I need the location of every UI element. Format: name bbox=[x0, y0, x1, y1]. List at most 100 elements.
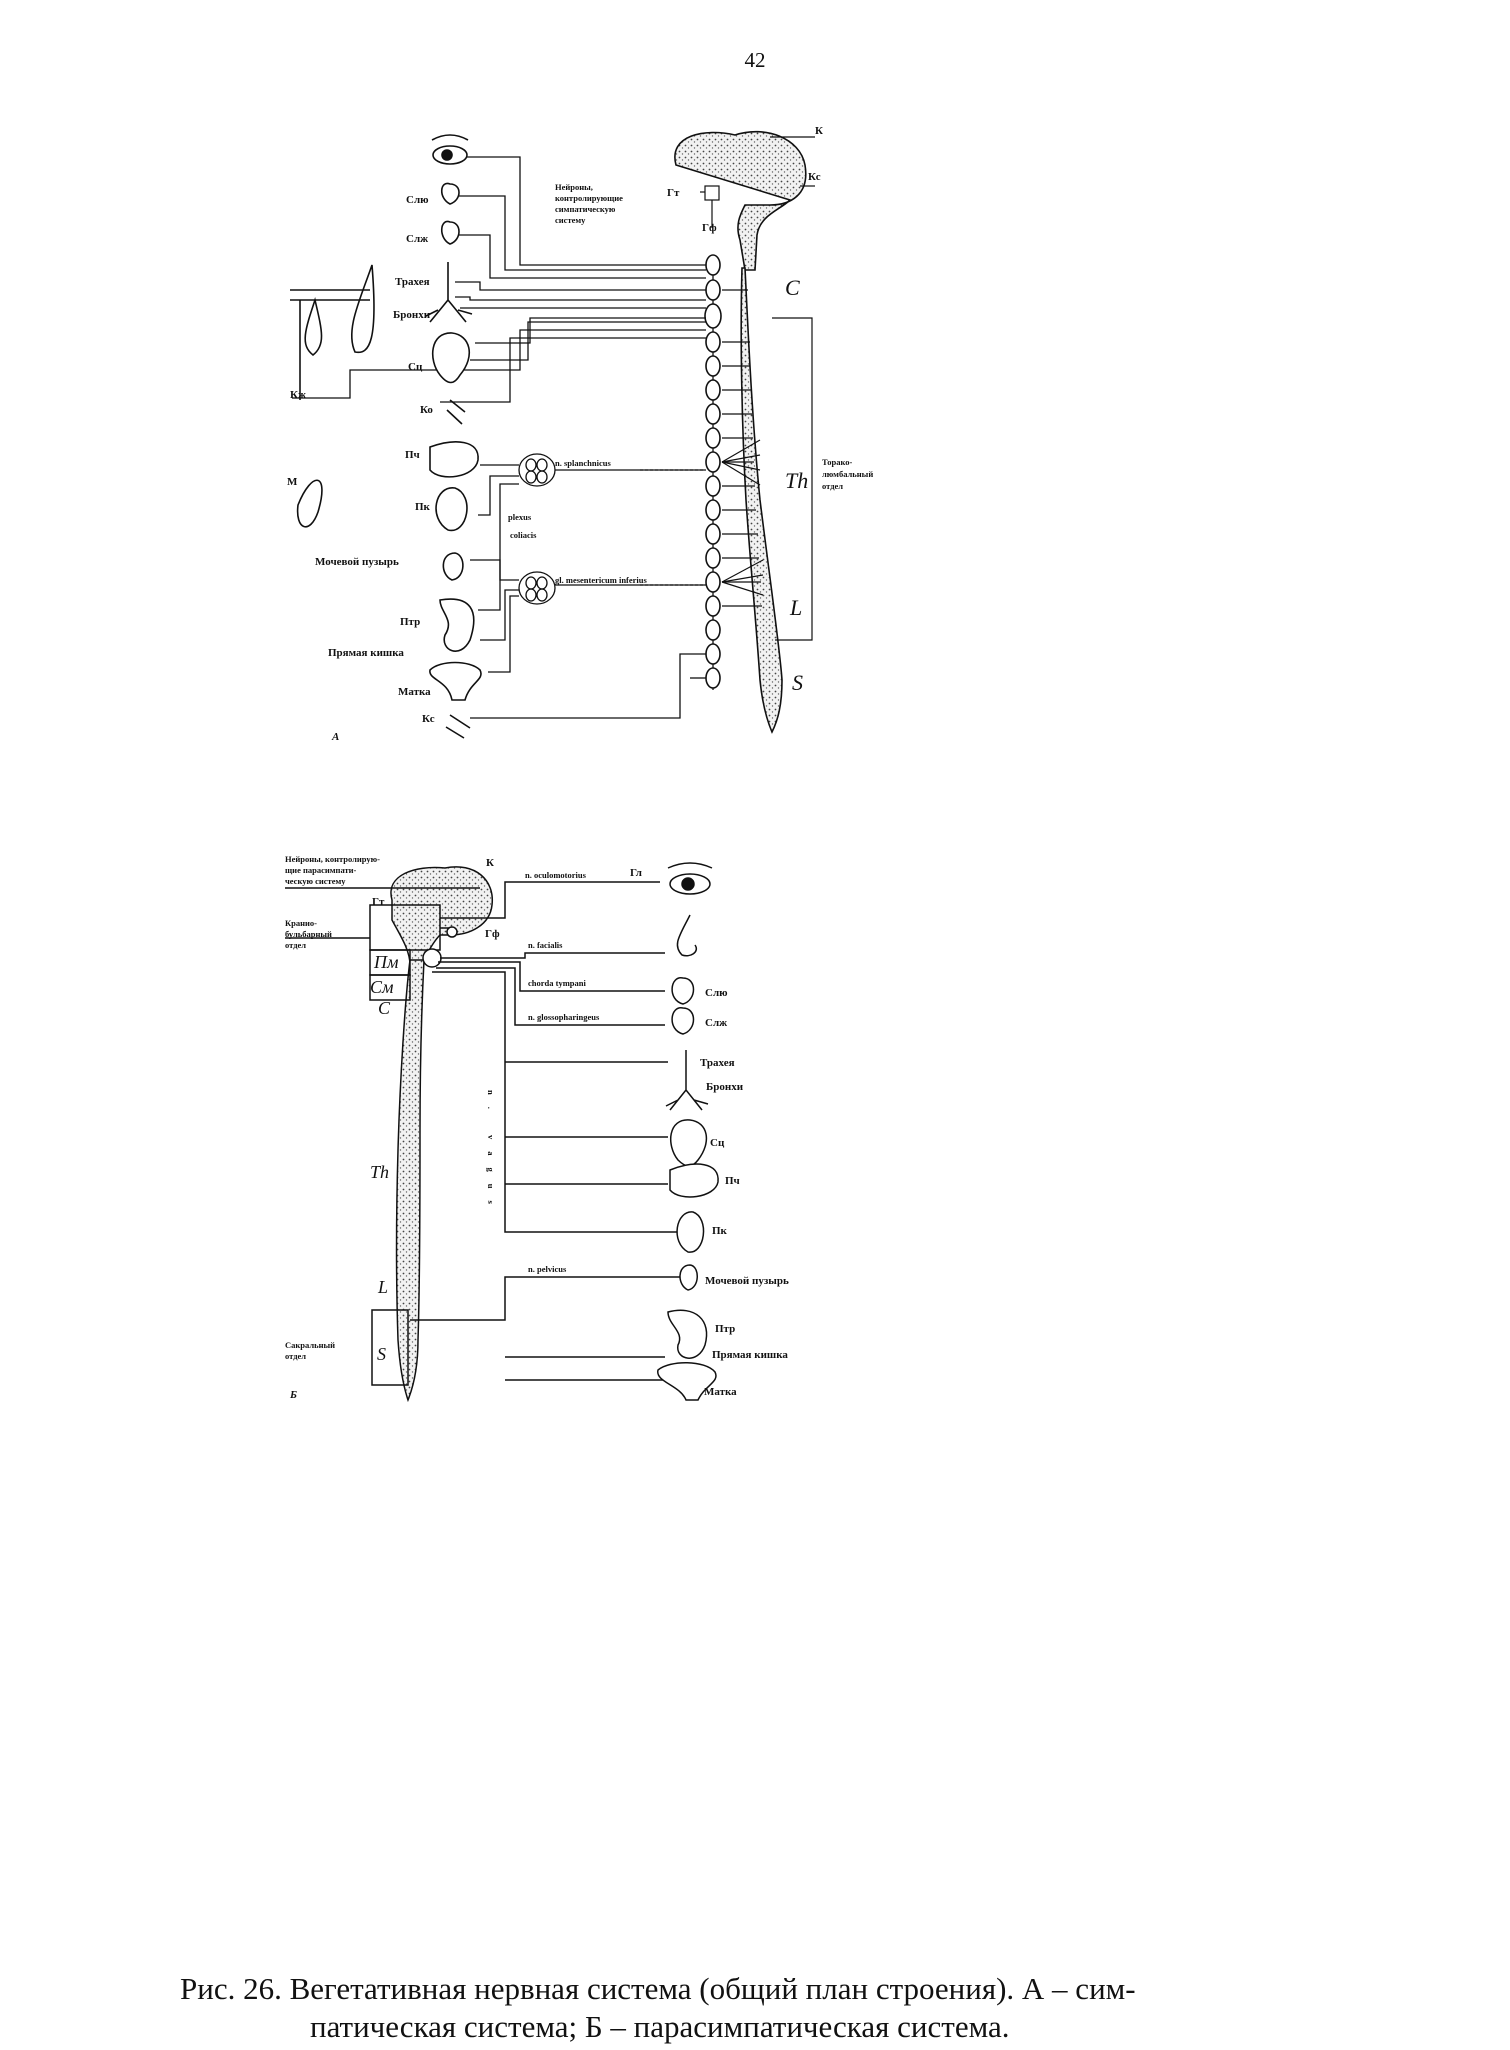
sympathetic-ganglia-chain bbox=[704, 254, 722, 689]
label-n-glossopharingeus: n. glossopharingeus bbox=[528, 1012, 600, 1022]
label-b-rectum: Прямая кишка bbox=[712, 1349, 788, 1361]
label-b-slyu: Слю bbox=[705, 987, 728, 999]
label-b-pm: Пм bbox=[373, 952, 399, 972]
label-segment-c: C bbox=[785, 275, 800, 300]
label-liver: Пч bbox=[405, 449, 420, 461]
label-bronchi: Бронхи bbox=[393, 309, 431, 321]
spinal-cord-b bbox=[395, 959, 425, 1403]
panel-a-labels: К Кс Гт Гф Нейроны, контролирующие симпа… bbox=[287, 125, 873, 743]
label-b-segment-c: C bbox=[378, 998, 391, 1018]
label-gf: Гф bbox=[702, 222, 717, 234]
trachea-icon bbox=[425, 262, 473, 323]
label-neurons-line2: контролирующие bbox=[555, 193, 623, 203]
label-bladder: Мочевой пузырь bbox=[315, 556, 399, 568]
label-chorda-tympani: chorda tympani bbox=[528, 978, 586, 988]
label-b-sacral-line2: отдел bbox=[285, 1351, 306, 1361]
label-b-bulbar-line1: Кранио- bbox=[285, 918, 317, 928]
label-trachea: Трахея bbox=[395, 276, 430, 288]
blood-vessel-lower-icon bbox=[445, 714, 471, 739]
label-neurons-line1: Нейроны, bbox=[555, 182, 593, 192]
label-b-bulbar-line3: отдел bbox=[285, 940, 306, 950]
label-rectum: Прямая кишка bbox=[328, 647, 404, 659]
label-b-neurons-line3: ческую систему bbox=[285, 876, 346, 886]
label-m: М bbox=[287, 476, 298, 488]
label-kidney: Пк bbox=[415, 501, 431, 513]
label-intestine: Птр bbox=[400, 616, 420, 628]
eye-b-icon bbox=[667, 862, 713, 895]
label-n-pelvicus: n. pelvicus bbox=[528, 1264, 567, 1274]
panel-a-sympathetic bbox=[290, 130, 815, 739]
muscle-icon bbox=[296, 479, 323, 528]
label-b-heart: Сц bbox=[710, 1137, 725, 1149]
label-segment-s: S bbox=[792, 670, 803, 695]
label-b-segment-th: Th bbox=[370, 1162, 389, 1182]
spinal-cord-a bbox=[740, 267, 783, 734]
uterus-b-icon bbox=[657, 1362, 717, 1401]
label-b-bladder: Мочевой пузырь bbox=[705, 1275, 789, 1287]
label-heart: Сц bbox=[408, 361, 423, 373]
label-b-k: К bbox=[486, 857, 494, 869]
label-kc-lower: Кс bbox=[422, 713, 435, 725]
label-slyu: Слю bbox=[406, 194, 429, 206]
trachea-b-icon bbox=[665, 1050, 709, 1111]
intestine-icon bbox=[439, 598, 475, 652]
bladder-b-icon bbox=[679, 1264, 698, 1291]
salivary-gland-b2-icon bbox=[671, 1007, 695, 1035]
label-b-trachea: Трахея bbox=[700, 1057, 735, 1069]
salivary-gland-1-icon bbox=[440, 182, 460, 205]
label-ko: Ко bbox=[420, 404, 433, 416]
label-segment-th: Th bbox=[785, 468, 808, 493]
label-b-sm: См bbox=[370, 977, 394, 997]
label-plexus-coliacis: coliacis bbox=[510, 530, 537, 540]
label-slzh: Слж bbox=[406, 233, 428, 245]
label-gl-mesentericum: gl. mesentericum inferius bbox=[555, 575, 648, 585]
label-gt: Гт bbox=[667, 187, 680, 199]
uterus-icon bbox=[429, 661, 482, 701]
heart-b-icon bbox=[670, 1119, 708, 1167]
eye-icon bbox=[431, 134, 469, 165]
figure-caption-line1: Рис. 26. Вегетативная нервная система (о… bbox=[180, 1971, 1136, 2006]
label-neurons-line4: систему bbox=[555, 215, 586, 225]
label-n-facialis: n. facialis bbox=[528, 940, 563, 950]
label-n-oculomotorius: n. oculomotorius bbox=[525, 870, 587, 880]
heart-icon bbox=[432, 332, 470, 384]
panel-a-letter: А bbox=[331, 731, 339, 743]
sweat-glands-icon bbox=[290, 264, 375, 400]
label-uterus: Матка bbox=[398, 686, 431, 698]
label-n-splanchnicus: n. splanchnicus bbox=[555, 458, 611, 468]
intestine-b-icon bbox=[667, 1309, 708, 1359]
salivary-gland-2-icon bbox=[440, 220, 460, 245]
brain-shape bbox=[674, 130, 807, 271]
label-b-intestine: Птр bbox=[715, 1323, 735, 1335]
label-section-line2: люмбальный bbox=[822, 469, 873, 479]
label-section-line3: отдел bbox=[822, 481, 843, 491]
label-section-line1: Торако- bbox=[822, 457, 853, 467]
label-n-vagus: n. vagus bbox=[486, 1090, 496, 1216]
kidney-icon bbox=[435, 487, 468, 532]
page-number: 42 bbox=[744, 48, 766, 72]
label-b-bulbar-line2: бульбарный bbox=[285, 929, 332, 939]
label-b-segment-l: L bbox=[377, 1277, 388, 1297]
label-b-gt: Гт bbox=[372, 896, 385, 908]
figure-caption-display: Рис. 26. Вегетативная нервная система (о… bbox=[180, 1970, 1340, 2046]
label-kc: Кс bbox=[808, 171, 821, 183]
label-b-uterus: Матка bbox=[704, 1386, 737, 1398]
label-b-gf: Гф bbox=[485, 928, 500, 940]
panel-b-labels: Нейроны, контролирую- щие парасимпати- ч… bbox=[285, 854, 789, 1401]
panel-b-parasympathetic bbox=[285, 862, 719, 1403]
panel-b-letter: Б bbox=[289, 1389, 297, 1401]
label-b-neurons-line1: Нейроны, контролирую- bbox=[285, 854, 380, 864]
label-kzh: Кж bbox=[290, 389, 306, 401]
kidney-b-icon bbox=[676, 1211, 705, 1253]
label-b-bronchi: Бронхи bbox=[706, 1081, 744, 1093]
salivary-gland-b1-icon bbox=[671, 977, 695, 1005]
label-b-liver: Пч bbox=[725, 1175, 740, 1187]
label-b-segment-s: S bbox=[377, 1344, 386, 1364]
label-k: К bbox=[815, 125, 823, 137]
coeliac-ganglion bbox=[518, 453, 556, 487]
bladder-icon bbox=[442, 552, 464, 581]
label-b-neurons-line2: щие парасимпати- bbox=[285, 865, 357, 875]
label-b-kidney: Пк bbox=[712, 1225, 728, 1237]
liver-b-icon bbox=[669, 1163, 719, 1198]
label-b-eye: Гл bbox=[630, 867, 642, 879]
